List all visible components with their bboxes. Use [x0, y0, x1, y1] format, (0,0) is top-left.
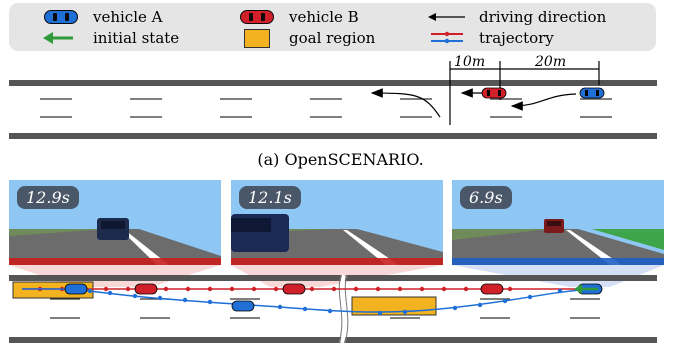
- legend-initial-state: initial state: [39, 28, 179, 48]
- legend-vehicle-a-label: vehicle A: [93, 8, 163, 26]
- vehicle-a-direction-arrow: [510, 93, 577, 111]
- legend-vehicle-a: vehicle A: [39, 7, 163, 27]
- legend-initial-state-label: initial state: [93, 29, 180, 47]
- lane-markings: [40, 98, 612, 118]
- lane-change-direction-arrow: [370, 88, 441, 118]
- legend-vehicle-b-label: vehicle B: [289, 8, 359, 26]
- initial-state-arrow-icon: [43, 32, 73, 44]
- trajectory-vehicle-a-points: [87, 288, 563, 316]
- initial-state-arrow-icon: [574, 284, 598, 294]
- road-break-mark: [340, 274, 347, 344]
- road-bottom-edge: [9, 133, 657, 139]
- legend-box: vehicle A vehicle B driving direction in…: [9, 3, 656, 51]
- vehicle-b-icon: [240, 10, 274, 24]
- vehicle-b-icon: [481, 87, 507, 99]
- legend-goal-region-label: goal region: [289, 29, 376, 47]
- vehicle-a-icon: [579, 87, 605, 99]
- road-bottom-edge-b: [9, 337, 657, 343]
- road-top-edge: [9, 80, 657, 86]
- trajectory-vehicle-b-points: [37, 286, 513, 292]
- time-badge-3: 6.9s: [460, 186, 512, 209]
- caption-openscenario: (a) OpenSCENARIO.: [257, 150, 424, 169]
- trajectory-icon: [431, 31, 463, 44]
- scene-panel-1: 12.9s: [9, 180, 221, 265]
- openscenario-diagram: 10m 20m: [9, 55, 657, 139]
- trajectory-diagram: [9, 265, 664, 344]
- vehicle-a-icon: [44, 10, 78, 24]
- road-break-line-2: [344, 274, 349, 344]
- road-break-line-1: [338, 274, 343, 344]
- vehicle-a-mid-icon: [231, 300, 255, 312]
- distance-label-10m: 10m: [454, 55, 485, 70]
- legend-driving-direction: driving direction: [425, 7, 606, 27]
- lane-markings-b: [50, 298, 600, 319]
- distance-label-20m: 20m: [534, 55, 566, 70]
- time-badge-1: 12.9s: [17, 186, 79, 209]
- legend-goal-region: goal region: [235, 28, 375, 48]
- scene-panel-2: 12.1s: [231, 180, 443, 265]
- vehicle-b-mid-icon: [282, 283, 306, 295]
- legend-vehicle-b: vehicle B: [235, 7, 359, 27]
- road-top-edge-b: [9, 275, 657, 281]
- vehicle-a-final-icon: [64, 283, 88, 295]
- legend-trajectory-label: trajectory: [479, 29, 554, 47]
- legend-driving-direction-label: driving direction: [479, 8, 607, 26]
- scene-panel-3: 6.9s: [452, 180, 664, 265]
- goal-region-swatch-icon: [244, 28, 270, 48]
- driving-direction-arrow-icon: [428, 13, 465, 21]
- vehicle-b-final-icon: [134, 283, 158, 295]
- legend-trajectory: trajectory: [425, 28, 554, 48]
- vehicle-b-initial-icon: [480, 283, 504, 295]
- time-badge-2: 12.1s: [239, 186, 301, 209]
